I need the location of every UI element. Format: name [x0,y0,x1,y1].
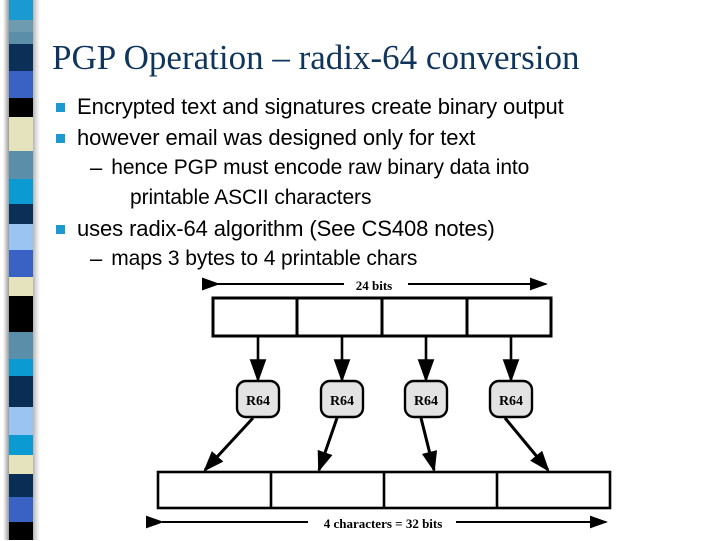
bottom-dimension-label: 4 characters = 32 bits [324,516,443,531]
strip-band [9,376,33,407]
strip-band [9,474,33,498]
r64-box: R64 [403,379,449,419]
strip-band [9,250,33,277]
r64-box: R64 [235,379,281,419]
dash-bullet-icon: – [90,155,103,180]
strip-band [9,97,33,118]
top-dimension-label: 24 bits [356,278,392,293]
strip-band [9,179,33,205]
strip-band [9,454,33,475]
r64-box-label: R64 [246,394,270,409]
strip-band [9,31,33,45]
bullet-text: however email was designed only for text [77,125,476,150]
square-bullet-icon [56,225,65,234]
strip-band [9,0,33,20]
input-to-r64-arrows [249,336,520,383]
strip-band [9,44,33,71]
strip-band [9,19,33,32]
bullet-text: hence PGP must encode raw binary data in… [111,156,530,179]
slide-body: Encrypted text and signatures create bin… [56,92,704,275]
strip-band [9,223,33,251]
list-item: – maps 3 bytes to 4 printable chars [90,245,704,273]
r64-box-label: R64 [330,394,354,409]
list-item: Encrypted text and signatures create bin… [56,92,704,121]
list-item: – hence PGP must encode raw binary data … [90,154,704,182]
bullet-text: maps 3 bytes to 4 printable chars [111,247,418,270]
r64-box: R64 [319,379,365,419]
strip-band [9,150,33,180]
strip-shadow-left [3,0,9,540]
list-item: uses radix-64 algorithm (See CS408 notes… [56,214,704,243]
bullet-text: uses radix-64 algorithm (See CS408 notes… [77,216,495,241]
bullet-text: Encrypted text and signatures create bin… [77,94,564,119]
page-title: PGP Operation – radix-64 conversion [52,38,580,77]
bullet-text: printable ASCII characters [130,186,372,209]
strip-band [9,332,33,359]
r64-box: R64 [488,379,534,419]
square-bullet-icon [56,134,65,143]
output-char-box [156,470,612,510]
r64-box-group: R64 R64 R64 R64 [235,379,534,419]
strip-band [9,358,33,377]
list-item: however email was designed only for text [56,123,704,152]
strip-band [9,117,33,151]
list-item: printable ASCII characters [130,184,704,212]
strip-band [9,521,33,540]
strip-band [9,434,33,455]
radix-64-conversion-diagram: 24 bits R64 R64 R64 R64 [0,268,720,536]
r64-box-label: R64 [414,394,438,409]
strip-shadow-right [33,0,40,540]
strip-band [9,204,33,224]
r64-box-label: R64 [499,394,523,409]
decorative-color-strip [9,0,33,540]
input-bit-box [211,296,553,338]
square-bullet-icon [56,103,65,112]
strip-band [9,296,33,332]
r64-to-output-arrows [203,416,550,473]
strip-band [9,276,33,297]
dash-bullet-icon: – [90,246,103,271]
strip-band [9,71,33,98]
strip-band [9,406,33,435]
strip-band [9,497,33,522]
